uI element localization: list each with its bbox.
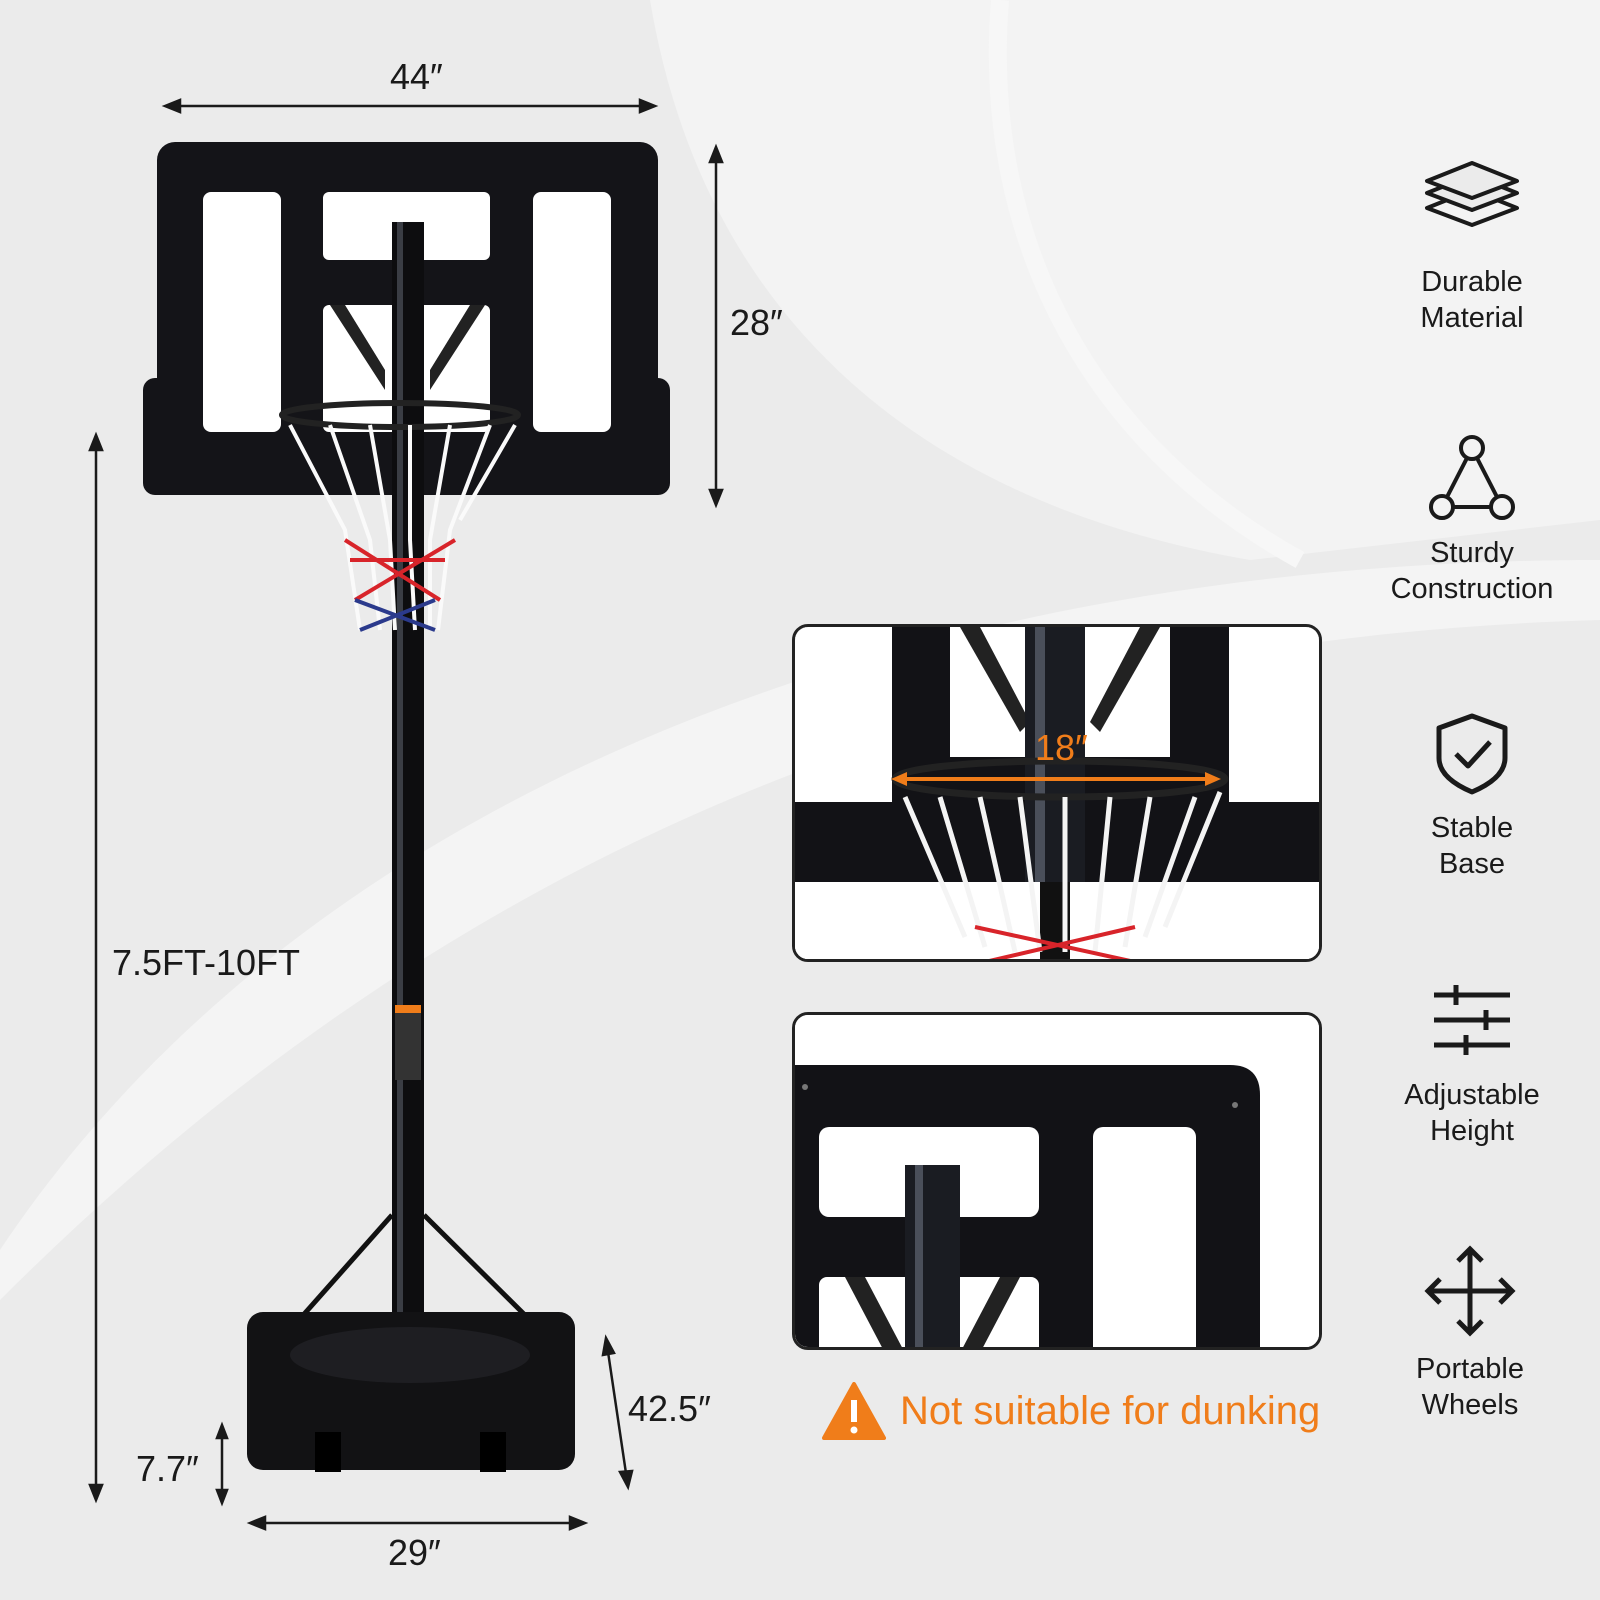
basketball-hoop-illustration bbox=[88, 98, 724, 1531]
base-depth-label: 42.5″ bbox=[628, 1388, 711, 1429]
feature-portable-wheels: Portable Wheels bbox=[1360, 1245, 1580, 1423]
base-width-label: 29″ bbox=[388, 1532, 441, 1573]
shield-check-icon bbox=[1436, 713, 1508, 795]
rim-and-net bbox=[279, 400, 521, 632]
move-arrows-icon bbox=[1424, 1245, 1516, 1337]
feature-durable-material: Durable Material bbox=[1362, 160, 1582, 336]
dunking-warning: Not suitable for dunking bbox=[822, 1382, 1320, 1440]
warning-triangle-icon bbox=[822, 1382, 886, 1440]
sliders-icon bbox=[1434, 985, 1510, 1055]
feature-sturdy-construction: Sturdy Construction bbox=[1362, 435, 1582, 607]
base bbox=[247, 1312, 575, 1472]
feature-stable-base: Stable Base bbox=[1362, 712, 1582, 882]
rim-diameter-label: 18″ bbox=[1035, 727, 1088, 768]
dimension-arrows bbox=[88, 98, 724, 1531]
feature-adjustable-height: Adjustable Height bbox=[1362, 985, 1582, 1149]
base-height-label: 7.7″ bbox=[136, 1448, 199, 1489]
triangle-nodes-icon bbox=[1429, 435, 1515, 520]
rim-closeup-inset: 18″ bbox=[792, 624, 1322, 962]
height-range-label: 7.5FT-10FT bbox=[112, 942, 301, 983]
warning-text: Not suitable for dunking bbox=[900, 1388, 1321, 1433]
layers-icon bbox=[1425, 161, 1519, 227]
backboard-width-label: 44″ bbox=[390, 56, 443, 97]
backboard-closeup-inset bbox=[792, 1012, 1322, 1350]
backboard-height-label: 28″ bbox=[730, 302, 783, 343]
